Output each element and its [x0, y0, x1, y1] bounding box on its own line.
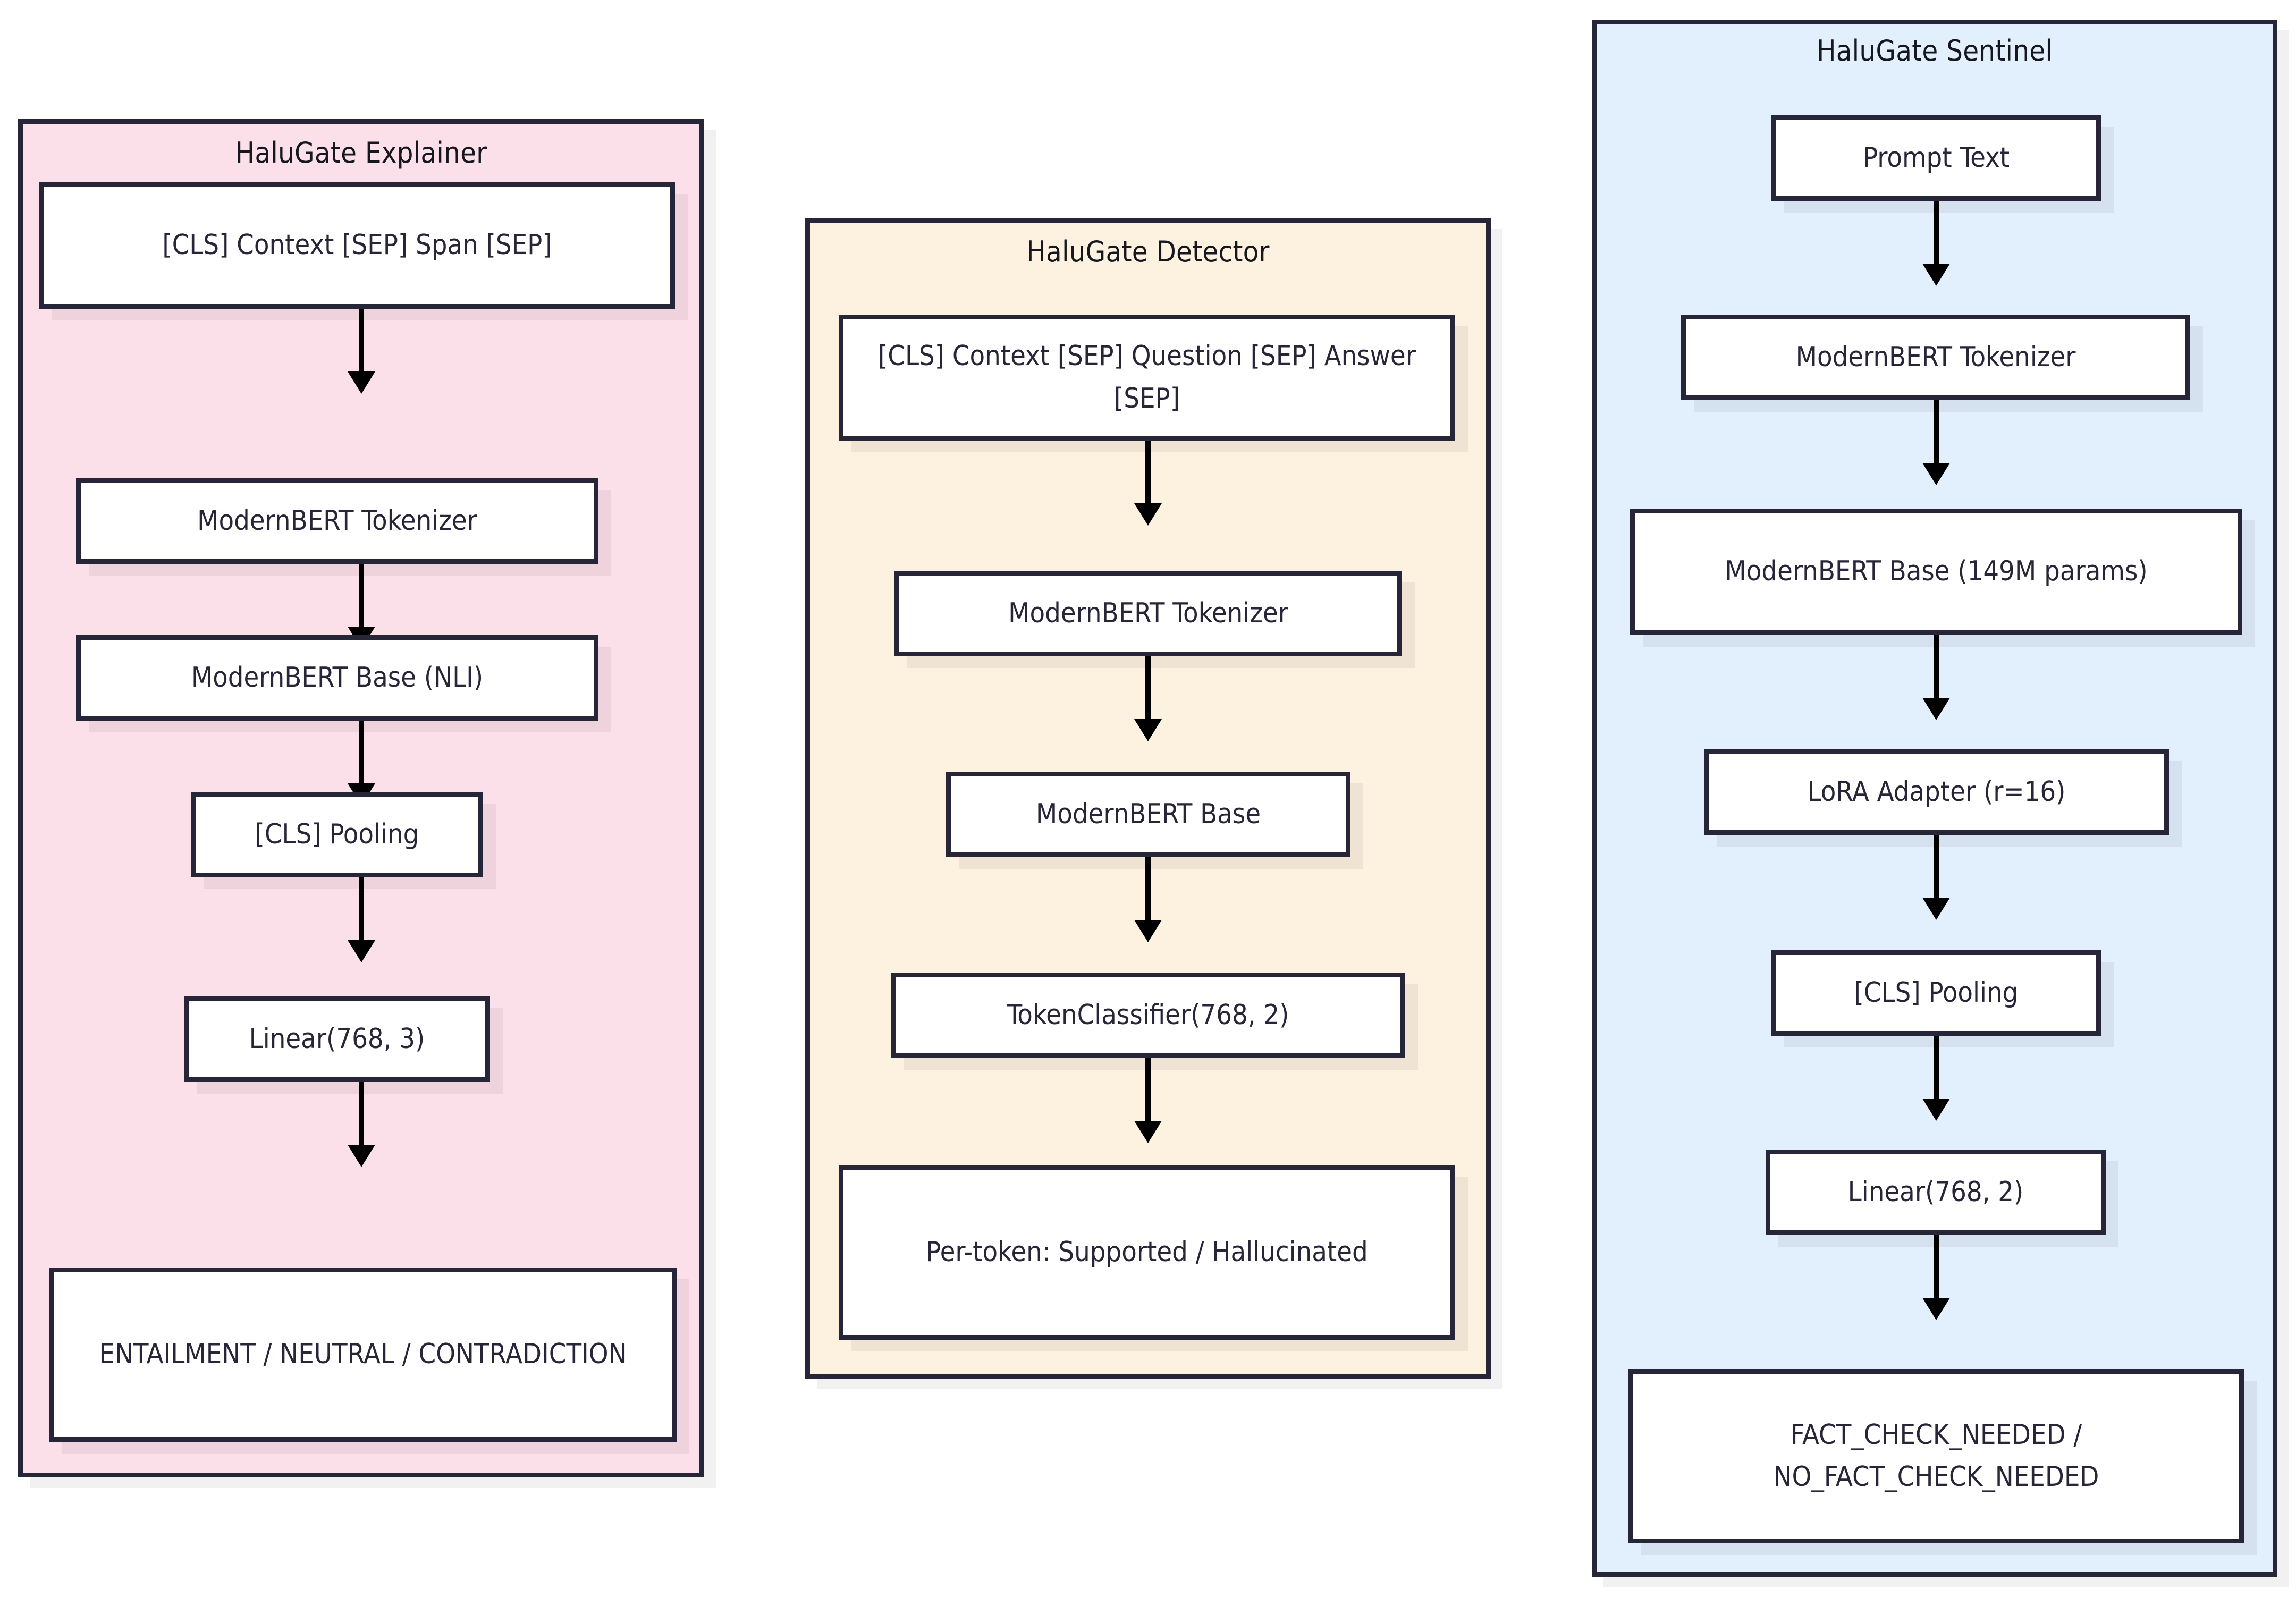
node-sen-lora: LoRA Adapter (r=16)	[1704, 749, 2169, 835]
node-label: ModernBERT Base (149M params)	[1725, 555, 2148, 588]
cluster-title-detector: HaluGate Detector	[1026, 235, 1270, 268]
node-label: TokenClassifier(768, 2)	[1007, 999, 1289, 1031]
node-sen-prompt: Prompt Text	[1771, 115, 2101, 201]
node-sen-tokenizer: ModernBERT Tokenizer	[1681, 315, 2190, 400]
node-label: ModernBERT Tokenizer	[1795, 341, 2076, 373]
node-det-classifier: TokenClassifier(768, 2)	[891, 973, 1405, 1058]
node-label: [CLS] Pooling	[1854, 976, 2019, 1009]
node-exp-tokenizer: ModernBERT Tokenizer	[76, 478, 598, 564]
node-sen-linear: Linear(768, 2)	[1766, 1150, 2106, 1235]
node-label: [CLS] Context [SEP] Span [SEP]	[162, 229, 552, 261]
node-exp-base: ModernBERT Base (NLI)	[76, 635, 598, 721]
node-det-base: ModernBERT Base	[946, 772, 1350, 857]
node-label: ModernBERT Tokenizer	[197, 504, 477, 537]
node-exp-linear: Linear(768, 3)	[184, 996, 490, 1082]
node-label: Linear(768, 3)	[249, 1023, 425, 1055]
node-sen-pooling: [CLS] Pooling	[1771, 950, 2101, 1036]
cluster-title-explainer: HaluGate Explainer	[235, 136, 487, 170]
node-exp-pooling: [CLS] Pooling	[191, 792, 483, 877]
node-label: ENTAILMENT / NEUTRAL / CONTRADICTION	[99, 1338, 627, 1371]
node-label: FACT_CHECK_NEEDED / NO_FACT_CHECK_NEEDED	[1773, 1418, 2099, 1493]
node-label: LoRA Adapter (r=16)	[1807, 775, 2066, 808]
node-label: ModernBERT Tokenizer	[1008, 597, 1288, 629]
node-label: Per-token: Supported / Hallucinated	[926, 1236, 1368, 1269]
node-label: [CLS] Pooling	[255, 818, 419, 850]
node-label: [CLS] Context [SEP] Question [SEP] Answe…	[878, 340, 1416, 415]
node-det-output: Per-token: Supported / Hallucinated	[839, 1165, 1455, 1340]
node-label: Prompt Text	[1862, 141, 2010, 174]
node-label: ModernBERT Base (NLI)	[191, 661, 484, 694]
node-exp-output: ENTAILMENT / NEUTRAL / CONTRADICTION	[49, 1268, 677, 1442]
cluster-title-sentinel: HaluGate Sentinel	[1816, 34, 2053, 67]
node-sen-output: FACT_CHECK_NEEDED / NO_FACT_CHECK_NEEDED	[1628, 1369, 2244, 1543]
node-exp-input: [CLS] Context [SEP] Span [SEP]	[39, 182, 675, 309]
node-det-tokenizer: ModernBERT Tokenizer	[894, 571, 1402, 656]
node-label: ModernBERT Base	[1035, 798, 1261, 830]
node-label: Linear(768, 2)	[1847, 1176, 2024, 1208]
node-det-input: [CLS] Context [SEP] Question [SEP] Answe…	[839, 315, 1455, 441]
node-sen-base: ModernBERT Base (149M params)	[1630, 509, 2242, 635]
